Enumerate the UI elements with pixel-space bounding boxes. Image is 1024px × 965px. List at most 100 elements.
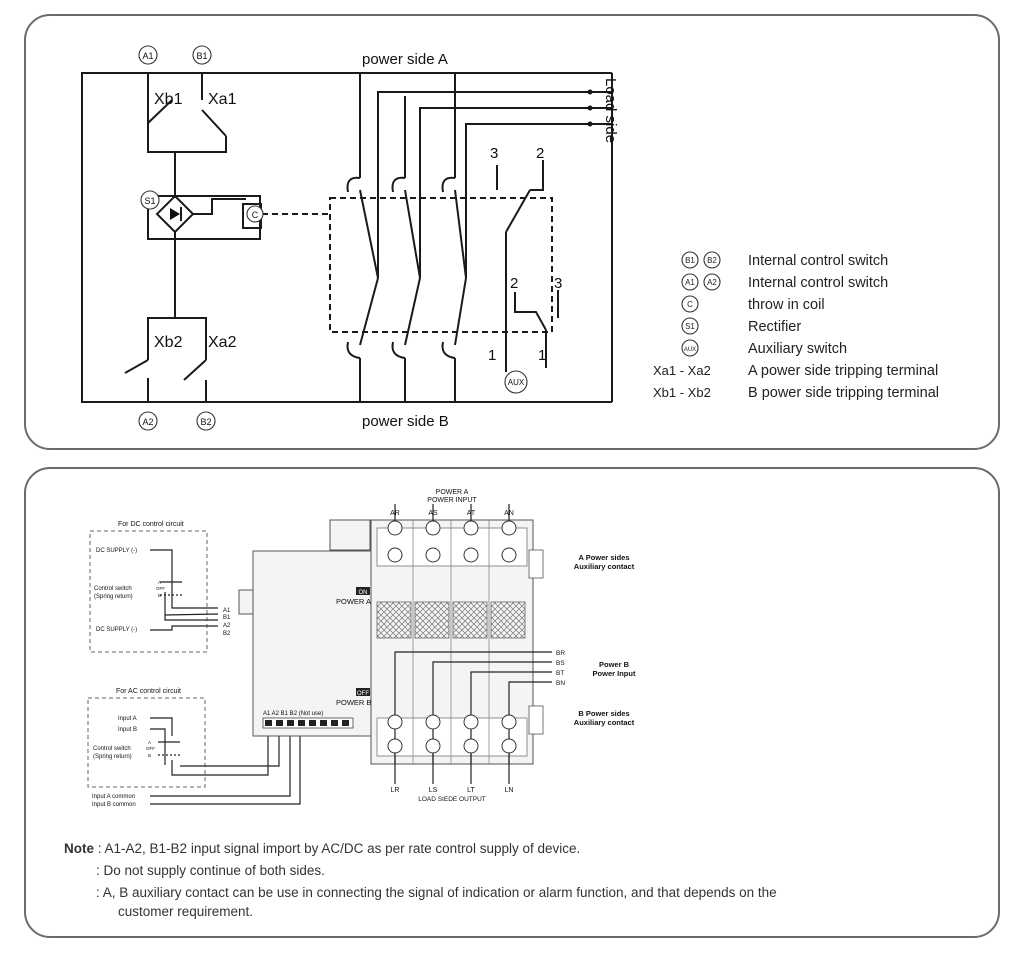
legend-item: B1 B2 Internal control switch bbox=[681, 251, 888, 269]
svg-text:B1: B1 bbox=[223, 615, 231, 621]
svg-text:BR: BR bbox=[556, 650, 565, 657]
legend-description: Internal control switch bbox=[748, 253, 888, 269]
svg-text:B1: B1 bbox=[196, 51, 207, 61]
svg-text:Auxiliary contact: Auxiliary contact bbox=[574, 718, 635, 727]
terminal-b2: B2 bbox=[196, 411, 216, 431]
legend-symbol-label: A2 bbox=[707, 278, 717, 287]
svg-text:BS: BS bbox=[556, 660, 565, 667]
label-load-side: Load side bbox=[602, 78, 619, 143]
legend-symbol-icon bbox=[681, 251, 699, 269]
svg-text:For AC control circuit: For AC control circuit bbox=[116, 688, 181, 695]
legend-symbol-label: B1 bbox=[685, 256, 695, 265]
svg-text:A: A bbox=[148, 740, 151, 745]
legend-symbol-icon bbox=[681, 273, 699, 291]
legend-symbol-icon bbox=[703, 273, 721, 291]
svg-text:B Power sides: B Power sides bbox=[578, 709, 629, 718]
label-xa2: Xa2 bbox=[208, 334, 237, 351]
legend-description: throw in coil bbox=[748, 297, 825, 313]
label-xb2: Xb2 bbox=[154, 334, 183, 351]
pin-2-top: 2 bbox=[536, 145, 544, 162]
svg-text:A2: A2 bbox=[223, 623, 231, 629]
svg-text:OFF: OFF bbox=[146, 746, 155, 751]
label-power-side-a: power side A bbox=[362, 51, 448, 68]
legend-code: Xa1 - Xa2 bbox=[653, 363, 711, 378]
svg-text:Input B common: Input B common bbox=[92, 802, 136, 808]
svg-text:OFF: OFF bbox=[357, 691, 369, 697]
svg-text:AUX: AUX bbox=[508, 378, 525, 387]
svg-text:A: A bbox=[158, 580, 161, 585]
terminal-c: C bbox=[246, 205, 264, 223]
legend-symbol-icon bbox=[681, 295, 699, 313]
svg-text:S1: S1 bbox=[144, 196, 155, 206]
legend-description: Auxiliary switch bbox=[748, 341, 847, 357]
terminal-s1: S1 bbox=[140, 190, 160, 210]
svg-text:(Spring return): (Spring return) bbox=[94, 594, 133, 600]
svg-text:BT: BT bbox=[556, 670, 564, 677]
svg-text:LOAD SIEDE OUTPUT: LOAD SIEDE OUTPUT bbox=[418, 796, 486, 803]
legend-description: Internal control switch bbox=[748, 275, 888, 291]
svg-text:POWER INPUT: POWER INPUT bbox=[427, 497, 477, 504]
svg-text:ON: ON bbox=[359, 590, 368, 596]
svg-text:Power Input: Power Input bbox=[593, 669, 636, 678]
svg-text:POWER A: POWER A bbox=[436, 489, 469, 496]
svg-text:Input A common: Input A common bbox=[92, 794, 135, 800]
note-label: Note bbox=[64, 841, 94, 856]
legend-symbol-icon bbox=[681, 317, 699, 335]
label-power-side-b: power side B bbox=[362, 413, 449, 430]
note-line-2: : Do not supply continue of both sides. bbox=[96, 863, 325, 878]
svg-text:A1: A1 bbox=[223, 608, 231, 614]
mechanical-interlock bbox=[329, 197, 553, 333]
legend-symbol-icon bbox=[703, 251, 721, 269]
svg-text:For DC control circuit: For DC control circuit bbox=[118, 521, 184, 528]
svg-text:POWER A: POWER A bbox=[336, 597, 371, 606]
svg-text:Auxiliary contact: Auxiliary contact bbox=[574, 562, 635, 571]
auxiliary-contacts bbox=[496, 160, 559, 372]
svg-text:Input B: Input B bbox=[118, 727, 137, 733]
legend-symbol-label: A1 bbox=[685, 278, 695, 287]
wiring-installation-panel bbox=[24, 467, 1000, 938]
note-line-4: customer requirement. bbox=[118, 904, 254, 919]
svg-text:LR: LR bbox=[391, 787, 400, 794]
legend-symbol-label: B2 bbox=[707, 256, 717, 265]
legend-item: S1 Rectifier bbox=[681, 317, 801, 335]
terminal-aux: AUX bbox=[504, 370, 528, 394]
svg-text:B2: B2 bbox=[200, 417, 211, 427]
ats-device: A1 A2 B1 B2 (Not use) ON POWER A OFF POW… bbox=[238, 489, 636, 803]
svg-text:B: B bbox=[148, 753, 151, 758]
svg-text:POWER B: POWER B bbox=[336, 698, 371, 707]
legend-description: Rectifier bbox=[748, 319, 801, 335]
pin-2-mid: 2 bbox=[510, 275, 518, 292]
svg-text:B2: B2 bbox=[223, 631, 231, 637]
pin-3-mid: 3 bbox=[554, 275, 562, 292]
dc-control-box: For DC control circuit DC SUPPLY (-) Con… bbox=[89, 521, 231, 653]
svg-text:A Power sides: A Power sides bbox=[579, 553, 630, 562]
legend-description: A power side tripping terminal bbox=[748, 363, 938, 379]
svg-text:A2: A2 bbox=[142, 417, 153, 427]
note-line-1: Note : A1-A2, B1-B2 input signal import … bbox=[64, 840, 580, 858]
legend-code: Xb1 - Xb2 bbox=[653, 385, 711, 400]
label-xb1: Xb1 bbox=[154, 91, 183, 108]
control-circuit bbox=[81, 72, 613, 403]
svg-text:LT: LT bbox=[467, 787, 475, 794]
legend-item: AUX Auxiliary switch bbox=[681, 339, 847, 357]
main-poles bbox=[346, 73, 612, 402]
legend-symbol-icon bbox=[681, 339, 699, 357]
terminal-a1: A1 bbox=[138, 45, 158, 65]
note-line-3: : A, B auxiliary contact can be use in c… bbox=[96, 885, 777, 900]
legend-symbol-label: AUX bbox=[684, 347, 696, 353]
svg-text:(Spring return): (Spring return) bbox=[93, 754, 132, 760]
legend-item: Xa1 - Xa2 A power side tripping terminal bbox=[653, 363, 938, 379]
svg-text:OFF: OFF bbox=[156, 586, 165, 591]
svg-text:Power B: Power B bbox=[599, 660, 630, 669]
svg-text:Control switch: Control switch bbox=[94, 586, 132, 592]
legend-symbol-label: S1 bbox=[685, 322, 695, 331]
svg-text:DC SUPPLY (-): DC SUPPLY (-) bbox=[96, 627, 137, 633]
legend-symbol-label: C bbox=[687, 300, 693, 309]
svg-text:LS: LS bbox=[429, 787, 438, 794]
terminal-a2: A2 bbox=[138, 411, 158, 431]
svg-text:Input A: Input A bbox=[118, 716, 137, 722]
svg-text:BN: BN bbox=[556, 680, 565, 687]
